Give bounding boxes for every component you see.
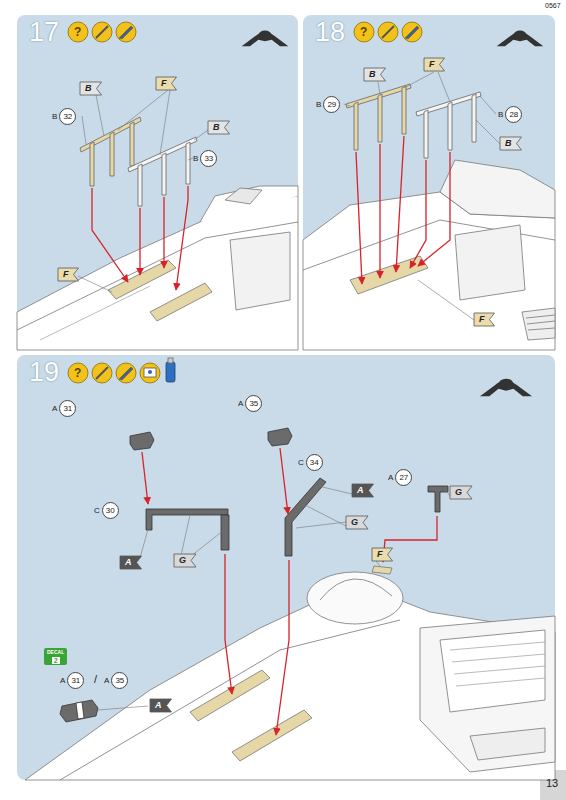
part-tree-flag: A <box>120 556 142 569</box>
leader-line <box>78 90 208 292</box>
callout-number: 27 <box>395 469 412 486</box>
part-number: A35 <box>238 395 262 412</box>
hull-18 <box>303 160 555 350</box>
decal-label: 2 <box>52 657 60 664</box>
help-icon-mark: ? <box>74 366 81 380</box>
part-tree-letter: F <box>429 59 435 69</box>
sprue-letter: A <box>388 473 393 482</box>
step-panel: 17BFBB32B33F <box>17 15 298 350</box>
help-icon-mark: ? <box>360 25 367 39</box>
callout-number: 31 <box>59 400 76 417</box>
part-tree-letter: F <box>479 314 485 324</box>
part-number: B28 <box>498 106 522 123</box>
part-tree-flag: F <box>424 58 445 71</box>
part-tree-flag: G <box>450 486 472 499</box>
decal-badge: DECAL2 <box>44 648 67 665</box>
part-tree-letter: B <box>213 122 220 132</box>
help-icon-mark: ? <box>74 25 81 39</box>
sprue-letter: A <box>60 676 65 685</box>
sprue-letter: A <box>238 399 243 408</box>
part-tree-letter: G <box>351 517 358 527</box>
part-tree-flag: A <box>150 699 172 712</box>
callout-number: 32 <box>59 108 76 125</box>
part-number: A35 <box>104 672 128 689</box>
part-tree-letter: F <box>377 549 383 559</box>
part-number: A31 <box>52 400 76 417</box>
callout-number: 35 <box>245 395 262 412</box>
part-number: C34 <box>298 454 323 471</box>
part-tree-letter: B <box>85 83 92 93</box>
part-tree-flag: B <box>208 121 230 134</box>
part-tree-letter: A <box>357 485 364 495</box>
step-panel: 18BFB29B28BF <box>303 15 555 350</box>
sprue-letter: B <box>193 154 198 163</box>
sprue-letter: B <box>52 112 57 121</box>
part-tree-letter: A <box>155 700 162 710</box>
hull-17 <box>17 186 298 350</box>
leader-line <box>98 486 450 710</box>
sprue-letter: B <box>498 110 503 119</box>
callout-number: 29 <box>323 96 340 113</box>
kit-number: 0567 <box>545 2 561 9</box>
leader-line <box>344 72 500 320</box>
part-tree-letter: G <box>179 555 186 565</box>
part-tree-letter: A <box>125 557 132 567</box>
part-tree-flag: F <box>156 77 177 90</box>
part-tree-letter: B <box>369 69 376 79</box>
part-number: B33 <box>193 150 217 167</box>
ship-silhouette <box>497 31 544 47</box>
part-number: A27 <box>388 469 412 486</box>
rail-part <box>80 117 197 206</box>
ship-silhouette <box>480 379 532 397</box>
part-tree-letter: B <box>505 138 512 148</box>
callout-number: 34 <box>306 454 323 471</box>
part-tree-flag: B <box>364 68 386 81</box>
ship-silhouette <box>242 31 289 47</box>
part-number: A31 <box>60 672 84 689</box>
insert-arrow <box>356 136 450 284</box>
sprue-letter: C <box>94 506 100 515</box>
part-tree-flag: F <box>474 313 495 326</box>
step-number: 19 <box>29 357 59 388</box>
part-tree-letter: G <box>455 487 462 497</box>
insert-arrow <box>142 448 437 735</box>
decal-label: DECAL <box>47 649 64 656</box>
insert-arrow <box>92 186 188 290</box>
callout-number: 30 <box>102 502 119 519</box>
page-number: 13 <box>546 777 558 789</box>
callout-number: 31 <box>67 672 84 689</box>
rail-part <box>346 84 481 158</box>
part-tree-flag: F <box>372 548 393 561</box>
part-tree-flag: G <box>346 516 368 529</box>
part-tree-flag: F <box>58 268 79 281</box>
callout-number: 35 <box>111 672 128 689</box>
step-number: 18 <box>315 17 345 48</box>
part-tree-letter: F <box>161 78 167 88</box>
sprue-letter: C <box>298 458 304 467</box>
step-number: 17 <box>29 17 59 48</box>
step-panel <box>17 355 555 780</box>
part-tree-flag: B <box>80 82 102 95</box>
part-number: C30 <box>94 502 119 519</box>
callout-number: 28 <box>505 106 522 123</box>
sprue-letter: A <box>52 404 57 413</box>
part-number: B29 <box>316 96 340 113</box>
part-tree-letter: F <box>63 269 69 279</box>
step-panel: 19A31A35C34A27GC30AGAGFA31A35ADECAL2 <box>17 355 555 780</box>
sprue-letter: B <box>316 100 321 109</box>
part-tree-flag: B <box>500 137 522 150</box>
separator: / <box>94 673 97 685</box>
part-tree-flag: A <box>352 484 374 497</box>
part-tree-flag: G <box>174 554 196 567</box>
part-pieces <box>60 428 448 722</box>
callout-number: 33 <box>200 150 217 167</box>
hull-19 <box>25 566 555 780</box>
part-number: B32 <box>52 108 76 125</box>
step-panel <box>17 15 298 350</box>
step-panel <box>303 15 555 350</box>
sprue-letter: A <box>104 676 109 685</box>
